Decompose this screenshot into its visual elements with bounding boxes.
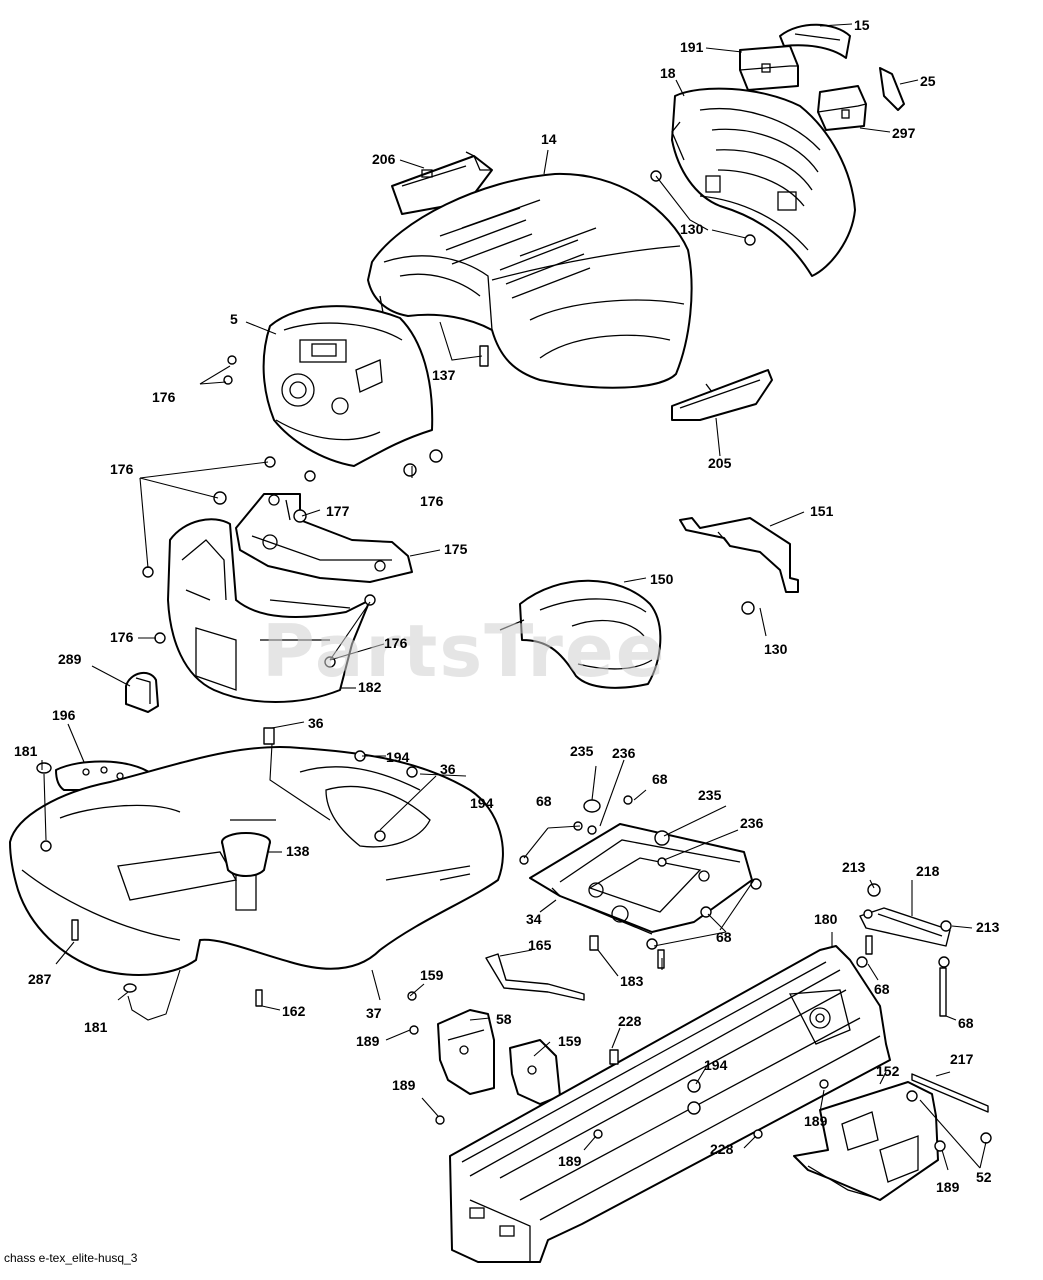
callout-297[interactable]: 297 (892, 125, 916, 141)
callout-236[interactable]: 236 (612, 745, 636, 761)
callout-189[interactable]: 189 (558, 1153, 582, 1169)
callout-175[interactable]: 175 (444, 541, 468, 557)
callout-159[interactable]: 159 (420, 967, 444, 983)
callout-205[interactable]: 205 (708, 455, 732, 471)
callout-36[interactable]: 36 (308, 715, 324, 731)
part-182-lower-dash[interactable] (167, 518, 371, 703)
part-289-bracket[interactable] (125, 671, 159, 713)
part-151-bracket-rail[interactable] (679, 517, 799, 593)
callout-182[interactable]: 182 (358, 679, 382, 695)
callout-58[interactable]: 58 (496, 1011, 512, 1027)
part-150-cover[interactable] (499, 579, 662, 689)
callout-181[interactable]: 181 (84, 1019, 108, 1035)
callout-68[interactable]: 68 (716, 929, 732, 945)
part-191-block[interactable] (739, 45, 799, 91)
part-5-dash-panel[interactable] (262, 305, 434, 467)
part-180-frame[interactable] (449, 945, 891, 1263)
part-218-bracket[interactable] (859, 907, 951, 947)
callout-289[interactable]: 289 (58, 651, 82, 667)
callout-189[interactable]: 189 (356, 1033, 380, 1049)
callout-180[interactable]: 180 (814, 911, 838, 927)
callout-165[interactable]: 165 (528, 937, 552, 953)
callout-5[interactable]: 5 (230, 311, 238, 327)
callout-196[interactable]: 196 (52, 707, 76, 723)
part-138-boot[interactable] (221, 832, 271, 911)
callout-14[interactable]: 14 (541, 131, 557, 147)
callout-150[interactable]: 150 (650, 571, 674, 587)
callout-183[interactable]: 183 (620, 973, 644, 989)
leader-lines (41, 23, 987, 1171)
part-34-seat-plate[interactable] (529, 823, 753, 935)
callout-181[interactable]: 181 (14, 743, 38, 759)
callout-217[interactable]: 217 (950, 1051, 974, 1067)
callout-235[interactable]: 235 (570, 743, 594, 759)
callout-137[interactable]: 137 (432, 367, 456, 383)
callout-176[interactable]: 176 (110, 629, 134, 645)
part-15-grille-clip[interactable] (779, 23, 851, 59)
callout-159[interactable]: 159 (558, 1033, 582, 1049)
part-217-rod[interactable] (911, 1073, 989, 1113)
callout-68[interactable]: 68 (874, 981, 890, 997)
part-18-grille-housing[interactable] (671, 87, 856, 277)
callout-194[interactable]: 194 (470, 795, 494, 811)
callout-176[interactable]: 176 (152, 389, 176, 405)
callout-176[interactable]: 176 (420, 493, 444, 509)
callout-177[interactable]: 177 (326, 503, 350, 519)
callout-18[interactable]: 18 (660, 65, 676, 81)
part-152-shield[interactable] (793, 1081, 939, 1201)
callout-152[interactable]: 152 (876, 1063, 900, 1079)
callout-25[interactable]: 25 (920, 73, 936, 89)
callout-191[interactable]: 191 (680, 39, 704, 55)
callout-130[interactable]: 130 (764, 641, 788, 657)
callout-189[interactable]: 189 (804, 1113, 828, 1129)
part-25-bracket[interactable] (879, 67, 905, 111)
callout-228[interactable]: 228 (710, 1141, 734, 1157)
callout-162[interactable]: 162 (282, 1003, 306, 1019)
callout-194[interactable]: 194 (704, 1057, 728, 1073)
callout-228[interactable]: 228 (618, 1013, 642, 1029)
callout-189[interactable]: 189 (392, 1077, 416, 1093)
callout-36[interactable]: 36 (440, 761, 456, 777)
part-175-steering-bracket[interactable] (235, 493, 413, 583)
callout-287[interactable]: 287 (28, 971, 52, 987)
part-58-bracket[interactable] (437, 1009, 561, 1105)
diagram-caption: chass e-tex_elite-husq_3 (4, 1251, 138, 1265)
callout-52[interactable]: 52 (976, 1169, 992, 1185)
callout-176[interactable]: 176 (110, 461, 134, 477)
callout-218[interactable]: 218 (916, 863, 940, 879)
callout-236[interactable]: 236 (740, 815, 764, 831)
callout-15[interactable]: 15 (854, 17, 870, 33)
callout-68[interactable]: 68 (652, 771, 668, 787)
callout-189[interactable]: 189 (936, 1179, 960, 1195)
callout-138[interactable]: 138 (286, 843, 310, 859)
hardware-fasteners (36, 170, 992, 1152)
callout-235[interactable]: 235 (698, 787, 722, 803)
callout-176[interactable]: 176 (384, 635, 408, 651)
callout-213[interactable]: 213 (842, 859, 866, 875)
part-205-side-panel[interactable] (671, 369, 773, 421)
callout-34[interactable]: 34 (526, 911, 542, 927)
part-297-block[interactable] (817, 85, 867, 131)
callout-130[interactable]: 130 (680, 221, 704, 237)
callout-68[interactable]: 68 (536, 793, 552, 809)
watermark: PartsTree (262, 609, 667, 693)
callout-206[interactable]: 206 (372, 151, 396, 167)
callout-151[interactable]: 151 (810, 503, 834, 519)
callout-68[interactable]: 68 (958, 1015, 974, 1031)
part-165-rod[interactable] (485, 953, 585, 1001)
callout-labels: 15 191 25 18 297 206 14 130 5 137 176 20… (14, 17, 1000, 1195)
callout-213[interactable]: 213 (976, 919, 1000, 935)
callout-37[interactable]: 37 (366, 1005, 382, 1021)
callout-194[interactable]: 194 (386, 749, 410, 765)
